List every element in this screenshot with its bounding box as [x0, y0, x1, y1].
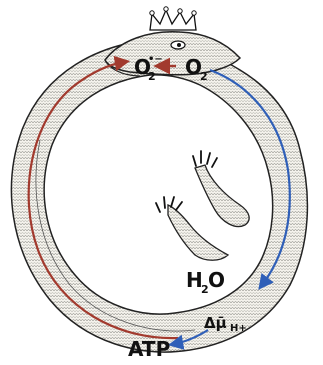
svg-text:2: 2: [200, 70, 208, 83]
svg-text:Δμ̄: Δμ̄: [204, 314, 227, 332]
svg-text:2: 2: [148, 70, 156, 83]
svg-text:H+: H+: [230, 323, 247, 334]
crown-icon: [150, 7, 196, 30]
dragon-head: [105, 32, 240, 75]
atp-label: ATP: [128, 337, 170, 361]
svg-text:•−: •−: [148, 54, 163, 65]
svg-text:O: O: [208, 268, 225, 292]
